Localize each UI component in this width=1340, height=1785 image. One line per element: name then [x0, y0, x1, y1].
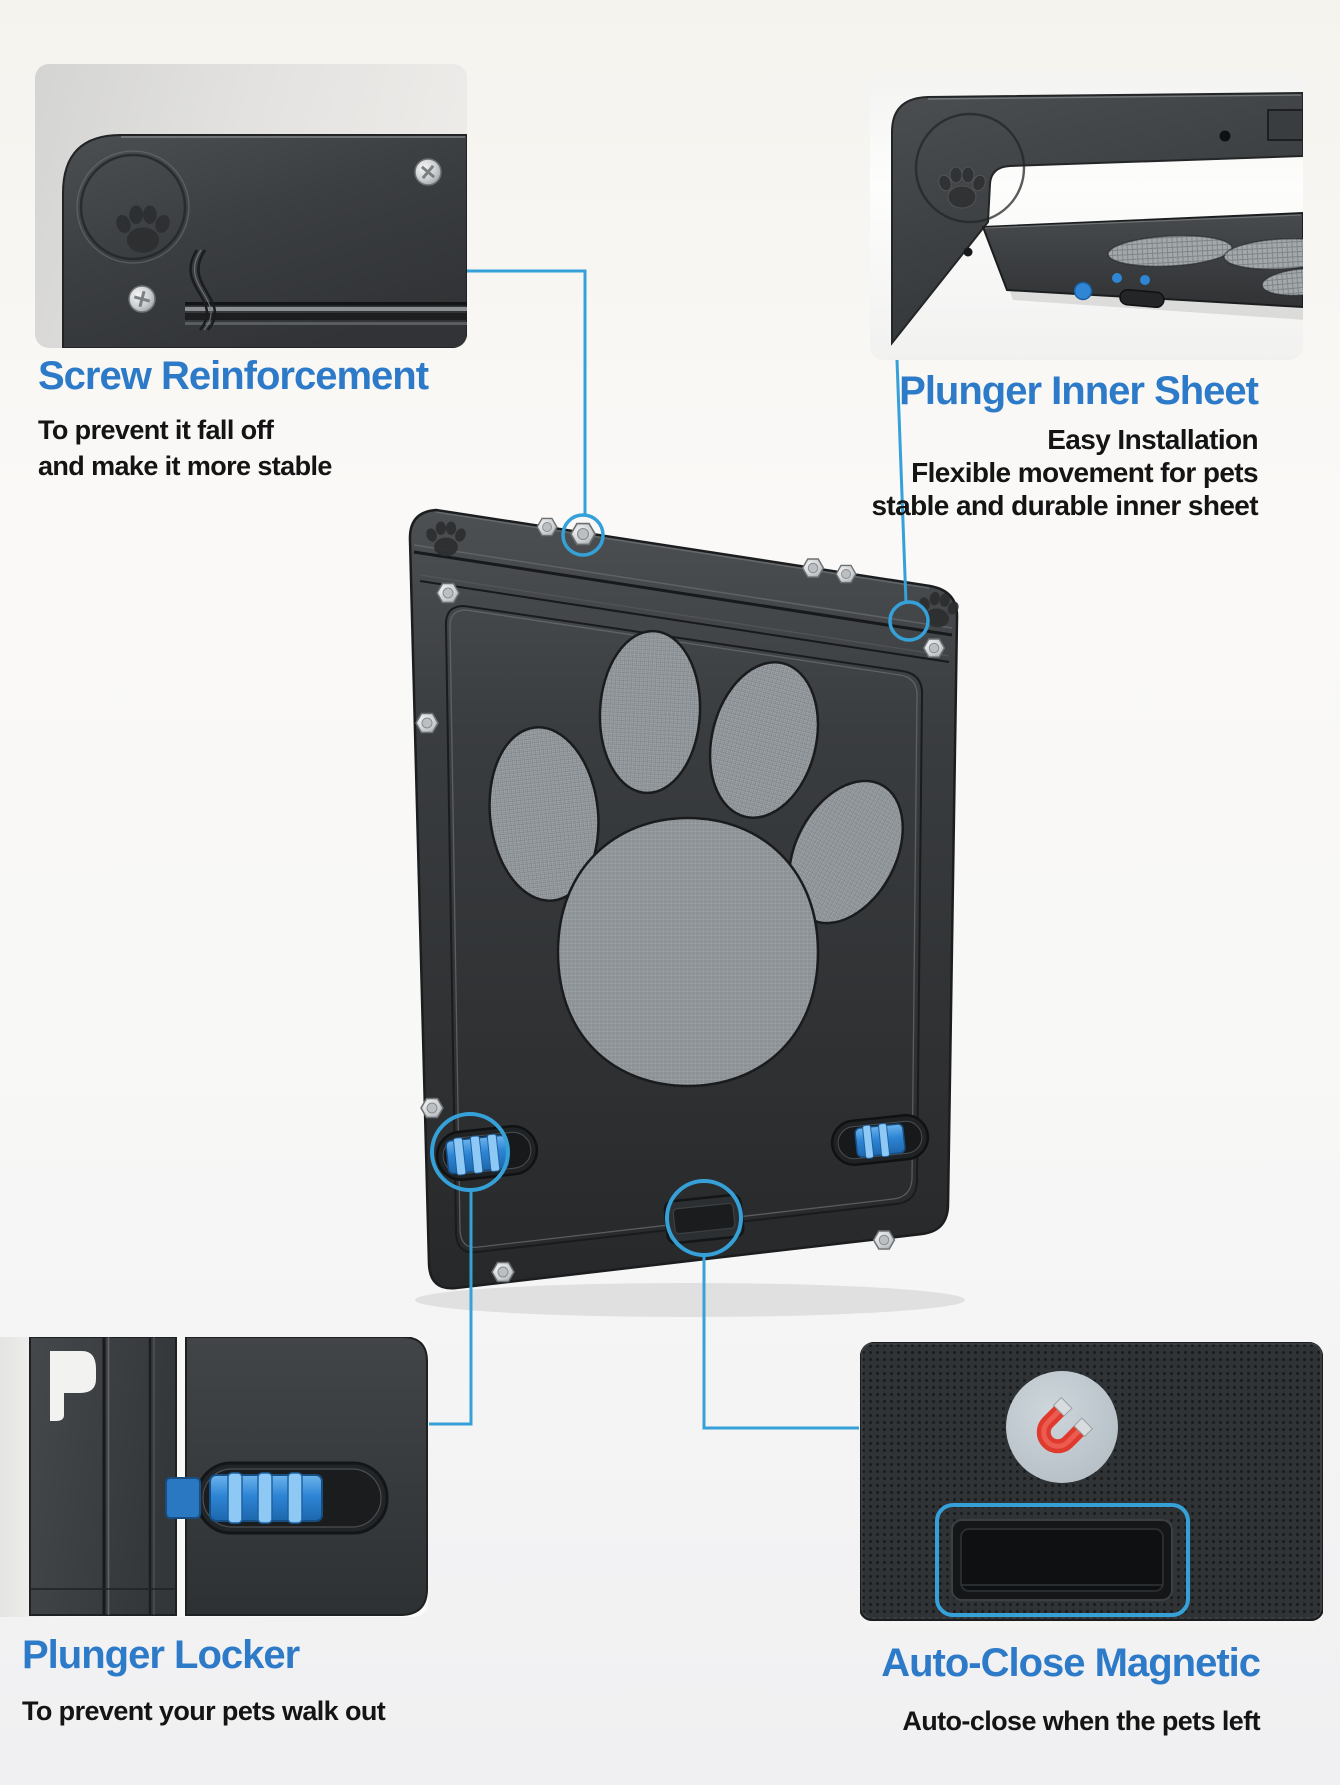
- photo-plunger-locker: [0, 1337, 428, 1617]
- photo-auto-close-magnetic: [860, 1342, 1323, 1628]
- caption-line: Flexible movement for pets: [911, 457, 1259, 489]
- screw-icon: [801, 558, 825, 578]
- caption-line: Auto-close when the pets left: [902, 1706, 1260, 1737]
- plunger-locker-slider: [830, 1114, 930, 1166]
- photo-plunger-inner-sheet: [870, 70, 1303, 360]
- screw-icon: [570, 522, 596, 546]
- screw-icon: [872, 1230, 896, 1250]
- pet-door-frame: [408, 508, 963, 1290]
- paw-print-icon: [424, 521, 468, 557]
- caption-plunger-inner-sheet: Plunger Inner Sheet Easy Installation Fl…: [871, 369, 1259, 522]
- caption-title: Plunger Inner Sheet: [899, 369, 1259, 413]
- screw-icon: [128, 285, 156, 313]
- plunger-locker-slider: [435, 1125, 539, 1181]
- paw-print-icon: [116, 205, 170, 253]
- photo-screw-reinforcement: [35, 64, 467, 348]
- magnetic-closeup-graphic: [860, 1342, 1323, 1621]
- screw-icon: [420, 1097, 444, 1119]
- caption-title: Plunger Locker: [22, 1633, 300, 1677]
- screw-icon: [491, 1261, 515, 1283]
- plunger-pin-icon: [1112, 273, 1122, 283]
- plunger-pin-icon: [1073, 281, 1093, 301]
- caption-line: Easy Installation: [1047, 424, 1258, 456]
- caption-auto-close-magnetic: Auto-Close Magnetic Auto-close when the …: [881, 1641, 1261, 1739]
- caption-line: stable and durable inner sheet: [871, 490, 1258, 522]
- paw-print-icon: [914, 589, 963, 631]
- caption-line: To prevent it fall off: [38, 415, 274, 446]
- frame-screws: [415, 517, 946, 1283]
- callout-lines: [429, 269, 930, 1430]
- screw-icon: [835, 564, 857, 584]
- screw-icon: [536, 517, 558, 537]
- caption-line: To prevent your pets walk out: [22, 1696, 386, 1727]
- screw-icon: [436, 582, 460, 604]
- plunger-slider: [209, 1472, 323, 1524]
- caption-line: and make it more stable: [38, 451, 332, 482]
- caption-plunger-locker: Plunger Locker To prevent your pets walk…: [22, 1633, 386, 1729]
- caption-title: Screw Reinforcement: [38, 354, 429, 398]
- screw-icon: [922, 638, 946, 658]
- locker-closeup-graphic: [29, 1337, 428, 1616]
- screw-icon: [414, 158, 442, 186]
- inner-sheet-closeup-graphic: [891, 91, 1303, 346]
- screw-icon: [415, 712, 439, 734]
- magnet-strip-highlight: [935, 1503, 1190, 1617]
- plunger-pin-icon: [1140, 275, 1150, 285]
- caption-screw-reinforcement: Screw Reinforcement To prevent it fall o…: [38, 354, 429, 484]
- magnet-icon: [1036, 1396, 1094, 1454]
- magnetic-handle: [663, 1193, 745, 1245]
- mesh-paw-print: [488, 629, 905, 1088]
- screw-closeup-graphic: [62, 134, 467, 348]
- paw-print-icon: [938, 166, 986, 209]
- plunger-connector: [165, 1477, 201, 1519]
- caption-title: Auto-Close Magnetic: [881, 1641, 1261, 1685]
